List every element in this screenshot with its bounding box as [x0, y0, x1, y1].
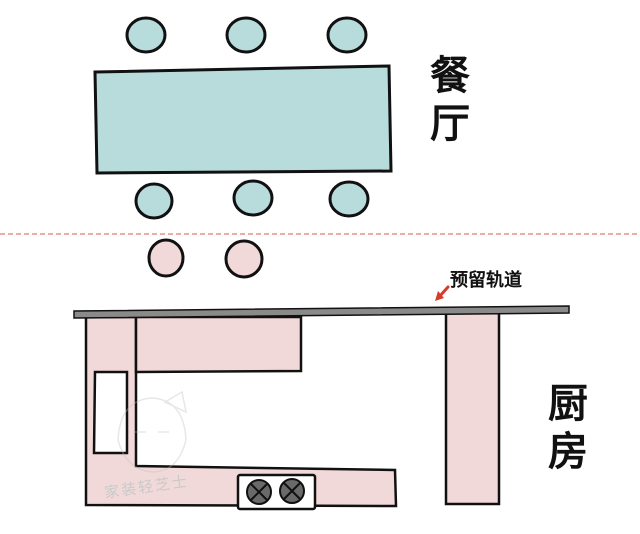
dining-chair — [328, 180, 370, 218]
dining-room-label: 餐厅 — [430, 53, 470, 147]
dining-table — [93, 64, 393, 175]
sink — [92, 370, 129, 455]
bar-stool — [224, 239, 264, 279]
sliding-rail — [73, 305, 570, 319]
dining-chair — [225, 16, 267, 54]
dining-chair — [232, 179, 274, 217]
kitchen-label: 厨房 — [548, 381, 588, 475]
stove-burner-icon — [246, 479, 272, 505]
kitchen-island — [444, 309, 501, 506]
rail-annotation: 预留轨道 — [450, 270, 522, 291]
kitchen-counter-top — [134, 315, 303, 374]
dining-chair — [134, 182, 174, 220]
stove-burner-icon — [279, 478, 305, 504]
dining-chair — [326, 16, 368, 54]
bar-stool — [147, 238, 185, 278]
dining-chair — [125, 16, 167, 54]
arrow-icon — [435, 285, 450, 301]
watermark-face-logo — [117, 390, 188, 473]
